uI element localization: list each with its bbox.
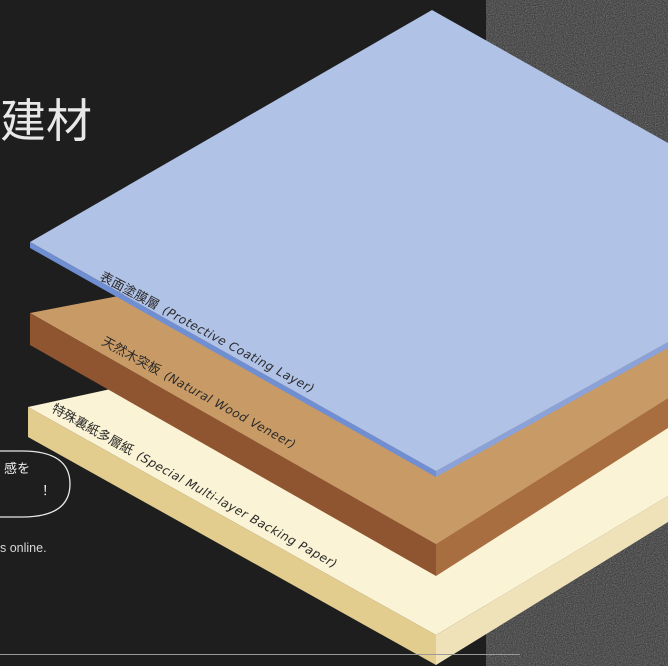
layer-paper-left-edge — [28, 407, 436, 665]
bottom-divider — [0, 654, 520, 655]
callout-line-3: s online. — [0, 541, 47, 555]
layer-veneer-right-edge — [436, 398, 668, 576]
callout: 感を ！ — [0, 452, 70, 518]
callout-line-1: 感を — [4, 462, 31, 477]
callout-line-2: ！ — [42, 484, 56, 499]
layer-paper-right-edge — [436, 496, 668, 665]
layer-coating-left-edge — [30, 242, 436, 477]
layer-coating-top-face — [30, 10, 668, 471]
layer-coating — [30, 10, 668, 477]
page-heading: 建材 — [0, 94, 92, 148]
layer-coating-right-edge — [436, 342, 668, 477]
callout-bracket — [0, 450, 71, 518]
layer-veneer-left-edge — [30, 313, 436, 576]
